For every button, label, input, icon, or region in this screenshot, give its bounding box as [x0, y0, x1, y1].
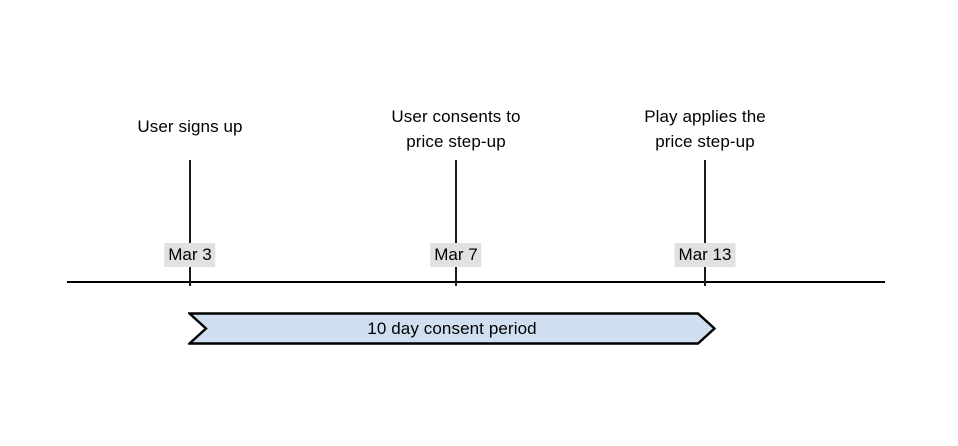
date-chip-mar-7: Mar 7	[430, 243, 482, 267]
chevron-arrow-icon	[188, 312, 716, 345]
tick-line-play-applies-step-up	[704, 160, 706, 286]
timeline-axis	[67, 281, 885, 283]
marker-caption-user-consents: User consents to price step-up	[391, 107, 521, 151]
tick-line-user-signs-up	[189, 160, 191, 286]
marker-caption-play-applies-step-up: Play applies the price step-up	[644, 107, 766, 151]
marker-caption-user-signs-up: User signs up	[137, 117, 243, 136]
consent-period-banner: 10 day consent period	[188, 312, 716, 345]
date-chip-mar-3: Mar 3	[164, 243, 216, 267]
tick-line-user-consents	[455, 160, 457, 286]
date-chip-mar-13: Mar 13	[674, 243, 736, 267]
consent-period-label: 10 day consent period	[367, 318, 537, 338]
